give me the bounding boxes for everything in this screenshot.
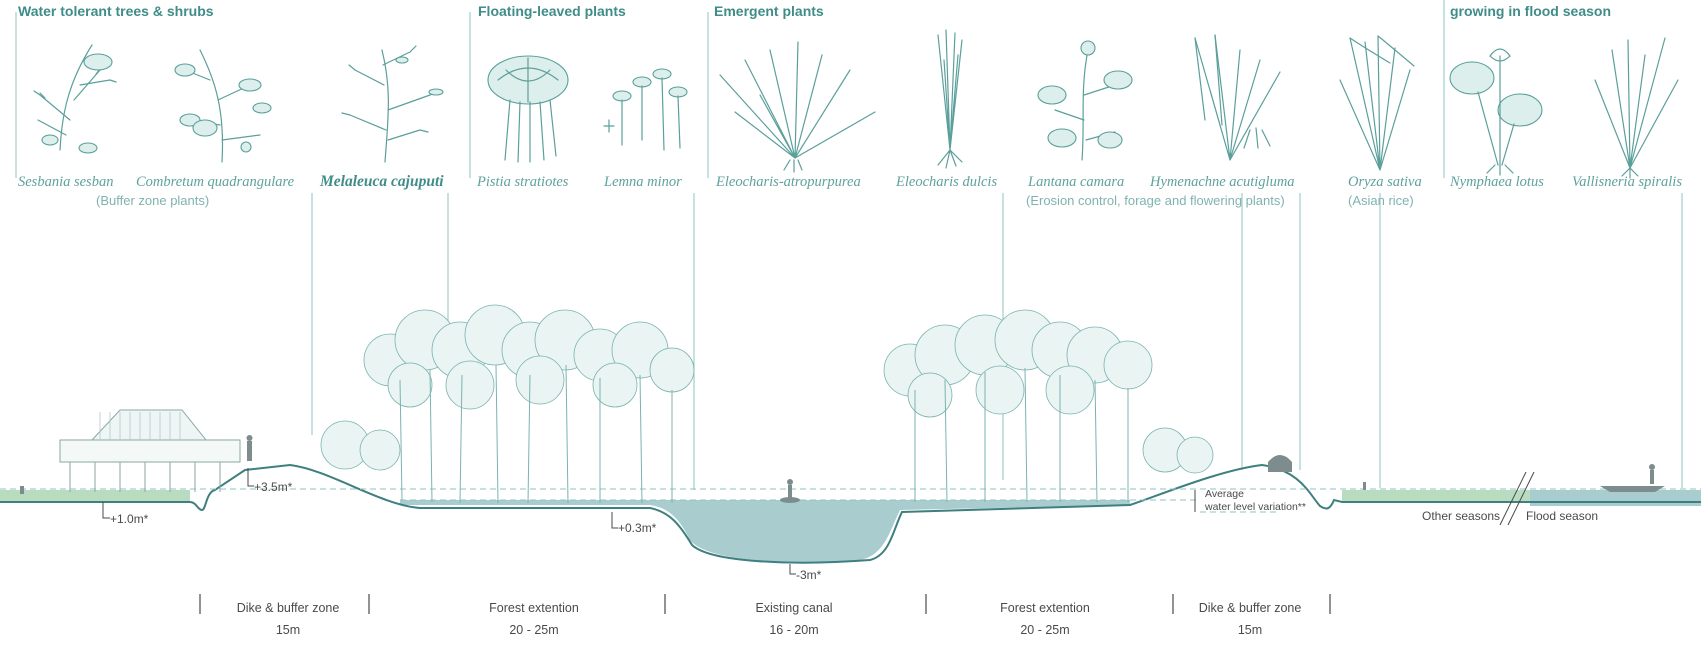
vallisneria-illustration: [1594, 37, 1679, 179]
right-trunks: [914, 367, 1129, 503]
level-plus-1: +1.0m*: [110, 512, 149, 526]
zone-width: 20 - 25m: [509, 623, 558, 637]
terrain-line: [0, 463, 1701, 564]
people-figures: [20, 435, 1655, 499]
level-average: Average: [1205, 488, 1244, 500]
pistia-illustration: [487, 55, 569, 163]
species-lemna: Lemna minor: [603, 174, 682, 190]
sesbania-illustration: [33, 44, 117, 154]
lantana-illustration: [1037, 40, 1133, 161]
label-flood-season: Flood season: [1526, 509, 1598, 523]
species-sesbania: Sesbania sesban: [18, 174, 113, 190]
level-markers: [102, 468, 1196, 575]
combretum-illustration: [174, 49, 272, 163]
boat: [1600, 486, 1665, 492]
level-minus-3: -3m*: [796, 568, 822, 582]
category-flood-season: growing in flood season: [1450, 3, 1611, 19]
note-rice: (Asian rice): [1348, 193, 1414, 208]
species-eleocharis-d: Eleocharis dulcis: [895, 174, 997, 190]
header-dividers: [15, 0, 1445, 178]
plant-illustrations: [33, 29, 1679, 179]
species-eleocharis-a: Eleocharis-atropurpurea: [715, 174, 861, 190]
level-variation: water level variation**: [1204, 501, 1306, 513]
zone-width: 16 - 20m: [769, 623, 818, 637]
species-oryza: Oryza sativa: [1348, 174, 1422, 190]
species-vallisneria: Vallisneria spiralis: [1572, 174, 1682, 190]
zone-width: 15m: [1238, 623, 1262, 637]
label-other-seasons: Other seasons: [1422, 509, 1500, 523]
zone-width: 15m: [276, 623, 300, 637]
category-emergent: Emergent plants: [714, 3, 824, 19]
category-floating: Floating-leaved plants: [478, 3, 626, 19]
stilt-house: [59, 409, 241, 492]
canal-boat: [780, 497, 800, 503]
canal-water: [400, 500, 1130, 563]
zone-name: Forest extention: [1000, 601, 1090, 615]
zone-name: Dike & buffer zone: [1199, 601, 1302, 615]
note-buffer: (Buffer zone plants): [96, 193, 209, 208]
right-forest: [883, 309, 1214, 474]
right-ground: [1342, 490, 1530, 502]
left-forest: [320, 304, 695, 471]
category-trees: Water tolerant trees & shrubs: [18, 3, 214, 19]
flood-water: [1530, 490, 1701, 506]
species-lantana: Lantana camara: [1027, 174, 1124, 190]
zone-labels: Dike & buffer zone 15m Forest extention …: [237, 601, 1302, 637]
zone-width: 20 - 25m: [1020, 623, 1069, 637]
level-plus-3-5: +3.5m*: [254, 480, 293, 494]
level-plus-0-3: +0.3m*: [618, 521, 657, 535]
hymenachne-illustration: [1194, 34, 1281, 161]
nymphaea-illustration: [1449, 48, 1543, 176]
zone-name: Dike & buffer zone: [237, 601, 340, 615]
species-combretum: Combretum quadrangulare: [136, 174, 295, 190]
species-pistia: Pistia stratiotes: [476, 174, 569, 190]
eleocharis-d-illustration: [937, 29, 963, 169]
zone-name: Existing canal: [755, 601, 832, 615]
zone-dividers: [199, 594, 1331, 614]
eleocharis-a-illustration: [719, 41, 876, 173]
oryza-illustration: [1339, 35, 1415, 171]
species-melaleuca: Melaleuca cajuputi: [319, 173, 444, 190]
melaleuca-illustration: [341, 45, 444, 163]
note-erosion: (Erosion control, forage and flowering p…: [1026, 193, 1285, 208]
left-trunks: [399, 364, 673, 504]
lemna-illustration: [603, 68, 688, 151]
leader-lines: [311, 193, 1683, 490]
cross-section: [0, 304, 1701, 575]
species-hymenachne: Hymenachne acutigluma: [1149, 174, 1295, 190]
zone-name: Forest extention: [489, 601, 579, 615]
species-nymphaea: Nymphaea lotus: [1449, 174, 1544, 190]
left-ground: [0, 490, 190, 502]
buffalo: [1268, 455, 1292, 472]
